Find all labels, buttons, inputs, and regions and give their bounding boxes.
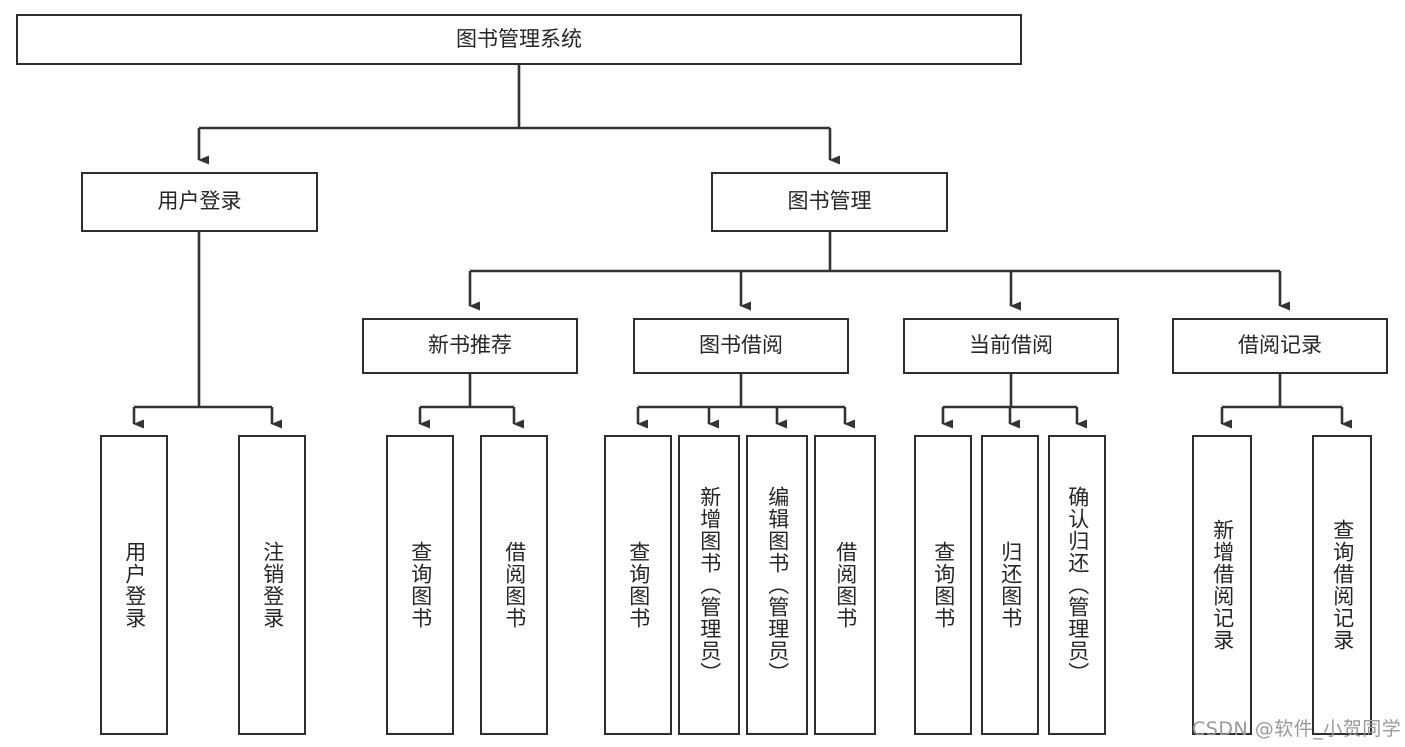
- edges-record: [1220, 374, 1352, 429]
- node-label: 查询图书: [931, 541, 956, 629]
- node-new-book-recommend[interactable]: 新书推荐: [362, 318, 578, 374]
- node-label: 用户登录: [122, 541, 147, 629]
- leaf-add-borrow-record[interactable]: 新增借阅记录: [1192, 435, 1252, 735]
- leaf-borrow-book[interactable]: 借阅图书: [814, 435, 876, 735]
- leaf-return-book[interactable]: 归还图书: [981, 435, 1039, 735]
- leaf-add-book-admin[interactable]: 新增图书（管理员）: [678, 435, 740, 735]
- node-label: 借阅图书: [833, 541, 858, 629]
- node-user-login[interactable]: 用户登录: [81, 172, 318, 232]
- node-label: 新增借阅记录: [1210, 519, 1235, 651]
- node-label: 新增图书（管理员）: [697, 486, 722, 684]
- edges-borrow: [636, 374, 855, 429]
- node-borrow-record[interactable]: 借阅记录: [1172, 318, 1388, 374]
- node-label: 新书推荐: [428, 333, 512, 358]
- edges-root: [197, 65, 840, 165]
- node-label: 图书管理: [787, 189, 872, 214]
- leaf-query-book-current[interactable]: 查询图书: [914, 435, 972, 735]
- edges-newbook: [418, 374, 524, 429]
- edges-current: [941, 374, 1087, 429]
- leaf-query-borrow-record[interactable]: 查询借阅记录: [1312, 435, 1372, 735]
- node-label: 查询借阅记录: [1330, 519, 1355, 651]
- node-root-system[interactable]: 图书管理系统: [16, 14, 1022, 65]
- node-label: 图书借阅: [699, 333, 783, 358]
- node-label: 借阅图书: [502, 541, 527, 629]
- leaf-user-login[interactable]: 用户登录: [100, 435, 168, 735]
- node-label: 归还图书: [998, 541, 1023, 629]
- leaf-confirm-return-admin[interactable]: 确认归还（管理员）: [1048, 435, 1106, 735]
- leaf-borrow-book-newbook[interactable]: 借阅图书: [480, 435, 548, 735]
- leaf-query-book-borrow[interactable]: 查询图书: [604, 435, 672, 735]
- node-label: 查询图书: [408, 541, 433, 629]
- node-label: 查询图书: [626, 541, 651, 629]
- edges-book-mgmt: [468, 232, 1290, 311]
- node-label: 当前借阅: [969, 333, 1053, 358]
- node-label: 图书管理系统: [456, 26, 582, 51]
- node-label: 借阅记录: [1238, 333, 1322, 358]
- node-label: 编辑图书（管理员）: [765, 486, 790, 684]
- leaf-edit-book-admin[interactable]: 编辑图书（管理员）: [746, 435, 808, 735]
- leaf-user-logout[interactable]: 注销登录: [238, 435, 306, 735]
- node-label: 用户登录: [157, 189, 242, 214]
- node-current-borrow[interactable]: 当前借阅: [903, 318, 1119, 374]
- node-book-borrow[interactable]: 图书借阅: [633, 318, 849, 374]
- node-label: 确认归还（管理员）: [1065, 486, 1090, 684]
- node-label: 注销登录: [260, 541, 285, 629]
- leaf-query-book-newbook[interactable]: 查询图书: [386, 435, 454, 735]
- edges-user-login: [132, 232, 282, 429]
- node-book-management[interactable]: 图书管理: [711, 172, 948, 232]
